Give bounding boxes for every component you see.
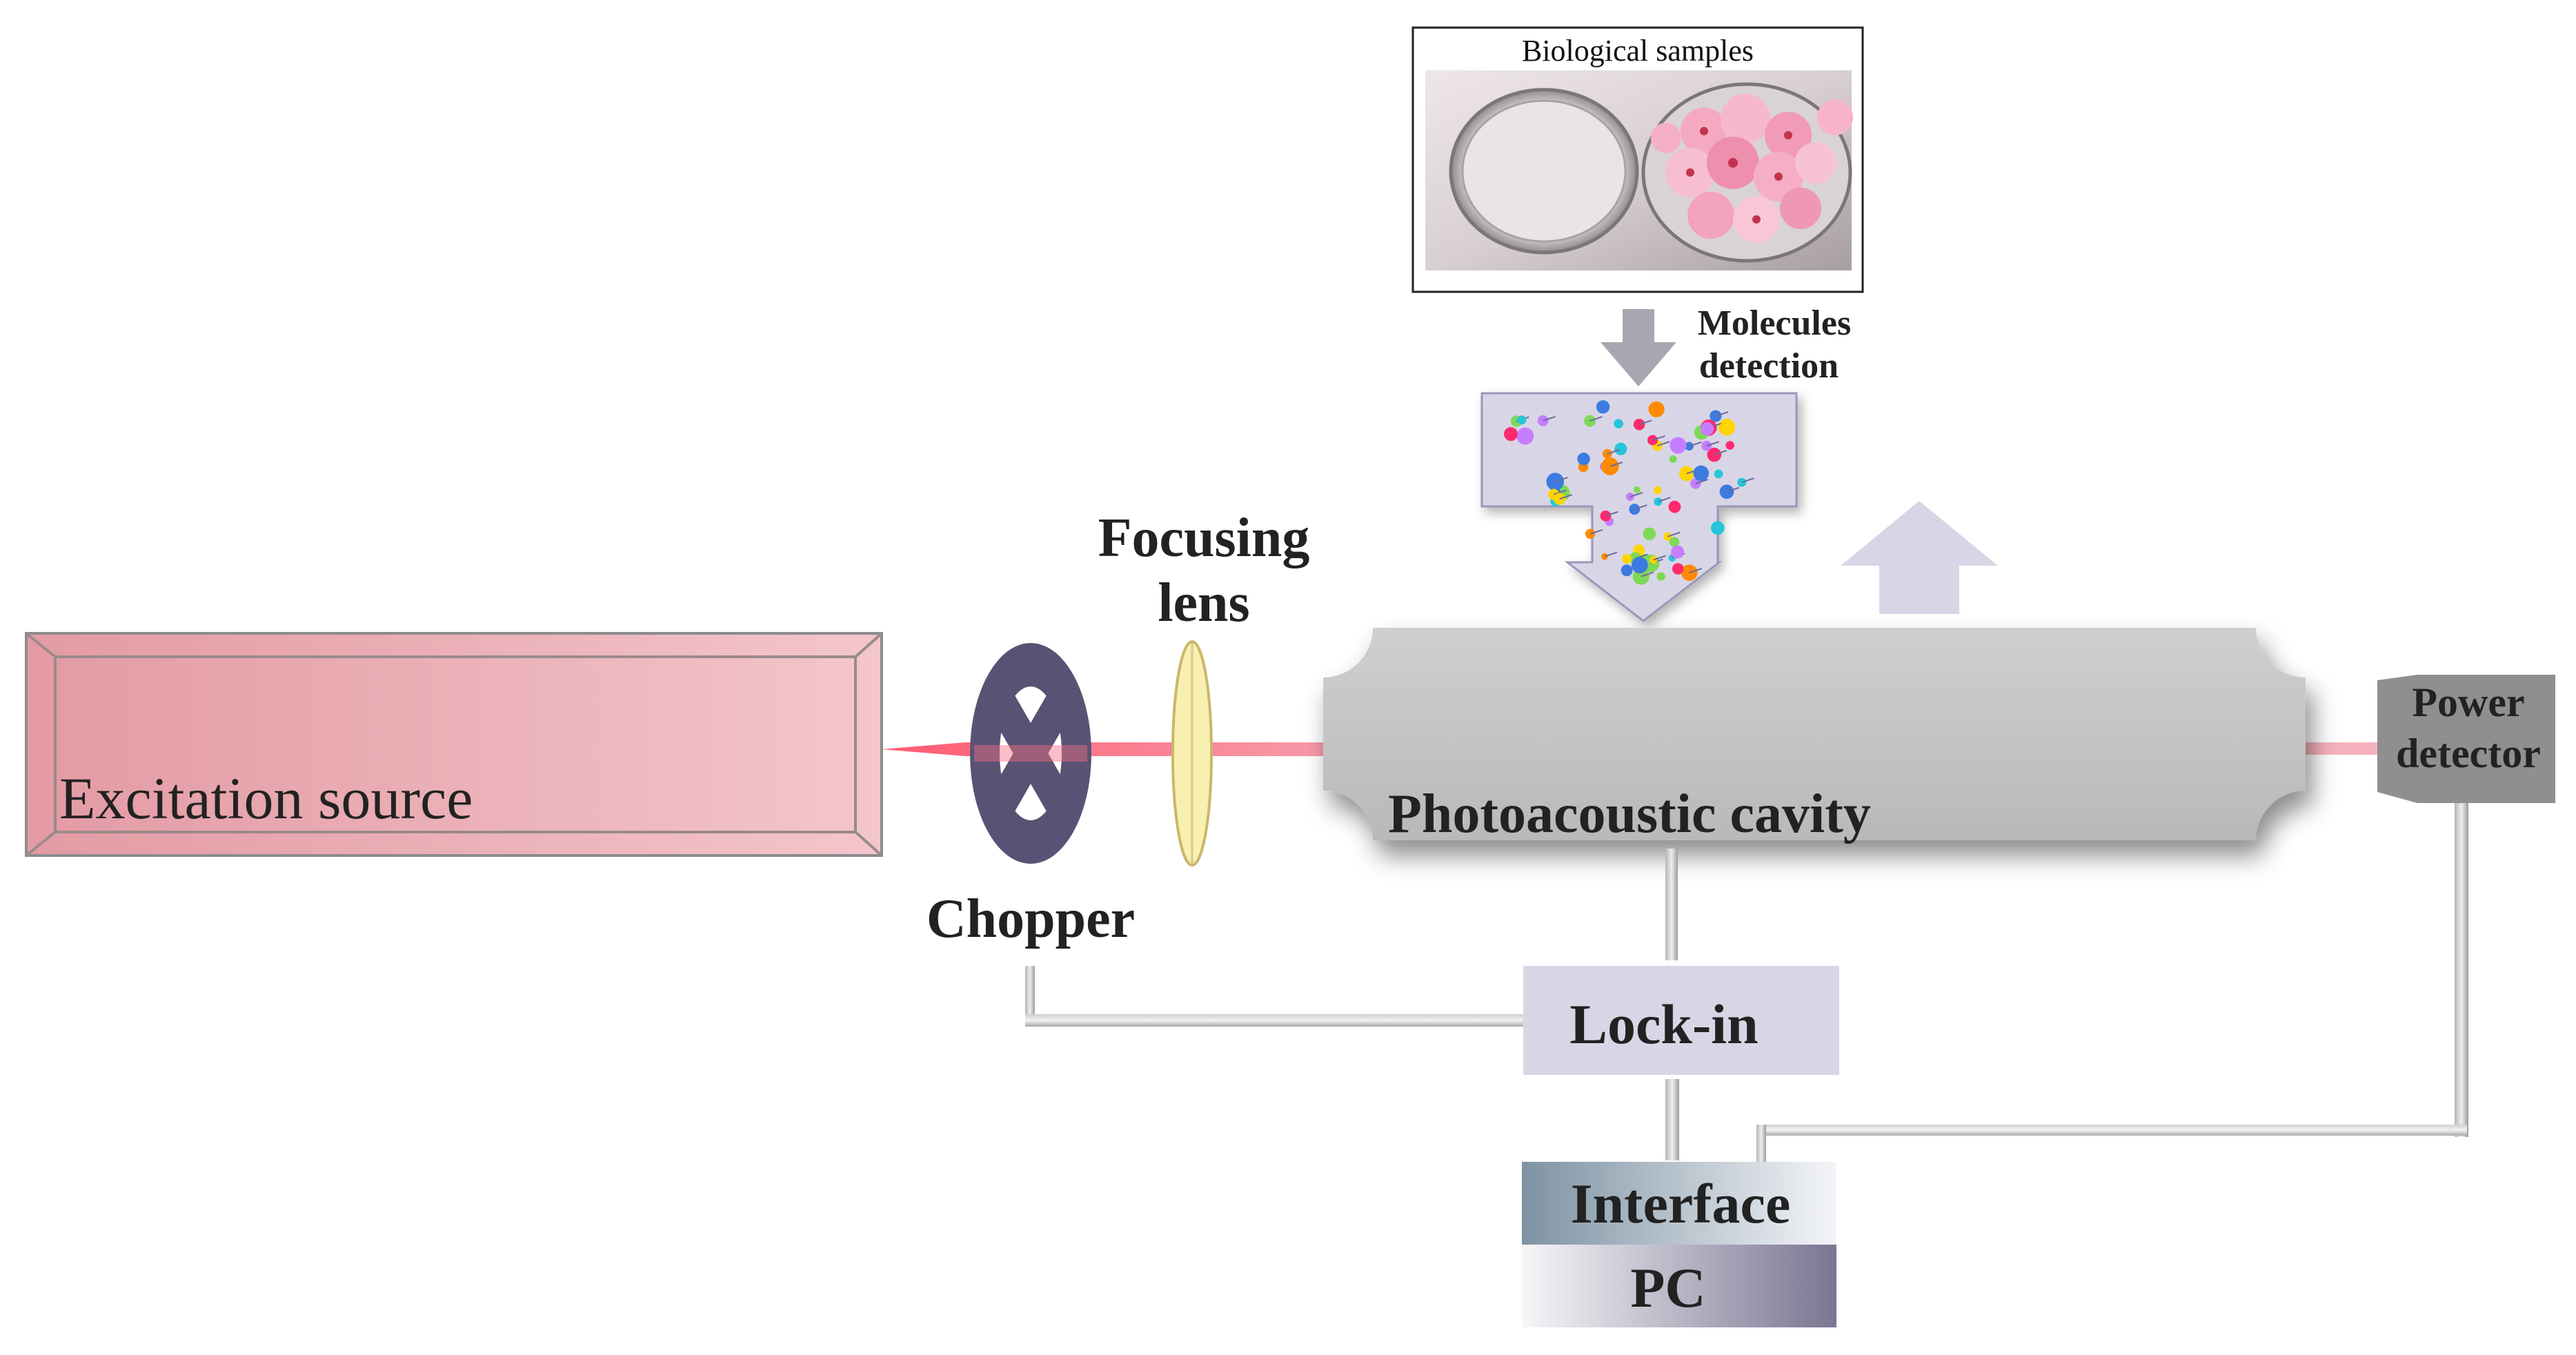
molecule-atom <box>1718 419 1736 436</box>
molecule-atom <box>1596 400 1610 414</box>
wire-cavity-to-lockin <box>1665 849 1678 960</box>
molecules-detection-label-line1: Molecules <box>1698 304 1851 343</box>
molecule-bond <box>1638 419 1652 426</box>
molecules-detection-arrow <box>1601 309 1676 386</box>
molecule-atom <box>1670 437 1687 454</box>
molecule-atom <box>1504 427 1518 442</box>
molecule-bond <box>1543 415 1556 422</box>
molecule-atom <box>1669 455 1677 463</box>
molecule-atom <box>1725 441 1734 450</box>
molecule-bond <box>1634 504 1647 511</box>
molecule-bond <box>1652 435 1665 441</box>
molecule-atom <box>1516 427 1534 445</box>
molecule-bond <box>1715 411 1729 417</box>
molecules-cluster <box>1504 400 1755 585</box>
lock-in-label: Lock-in <box>1569 993 1758 1056</box>
pc-label: PC <box>1630 1256 1705 1319</box>
wire-interface-junction <box>1756 1125 1766 1162</box>
molecule-atom <box>1711 521 1725 535</box>
molecule-bond <box>1657 497 1671 503</box>
molecule-bond <box>1607 448 1621 455</box>
molecule-atom <box>1622 554 1632 564</box>
molecule-bond <box>1695 478 1709 484</box>
chopper-label: Chopper <box>927 889 1135 949</box>
focusing-lens-label-line1: Focusing <box>1098 508 1310 568</box>
power-detector-label-line2: detector <box>2396 731 2541 776</box>
wire-detector-to-interface <box>1756 1125 2467 1136</box>
molecule-atom <box>1614 419 1623 428</box>
chopper: Chopper <box>927 643 1135 949</box>
flower-blossoms <box>1651 94 1853 243</box>
molecule-atom <box>1643 527 1656 540</box>
signal-wires <box>1025 803 2468 1162</box>
molecule-bond <box>1559 494 1573 500</box>
molecule-atom <box>1653 486 1662 495</box>
molecule-bond <box>1726 486 1740 493</box>
interface-box <box>1522 1162 1836 1245</box>
focusing-lens: Focusing lens <box>1098 508 1310 867</box>
focusing-lens-label-line2: lens <box>1158 573 1249 633</box>
molecule-atom <box>1621 564 1633 577</box>
gas-outlet-arrow <box>1841 501 1998 614</box>
photoacoustic-cavity: Photoacoustic cavity <box>1323 628 2306 844</box>
biological-samples-label: Biological samples <box>1522 34 1754 68</box>
molecule-bond <box>1689 441 1702 447</box>
molecule-atom <box>1614 442 1627 455</box>
molecule-atom <box>1648 401 1665 417</box>
lock-in-amplifier: Lock-in <box>1523 966 1839 1075</box>
molecule-atom <box>1693 465 1710 482</box>
molecule-bond <box>1714 450 1727 456</box>
molecule-bond <box>1604 551 1618 557</box>
molecule-bond <box>1689 568 1703 574</box>
molecule-atom <box>1656 572 1665 581</box>
wire-detector-down <box>2455 803 2468 1137</box>
molecule-atom <box>1517 415 1527 425</box>
biological-samples-panel: Biological samples <box>1411 26 1864 293</box>
molecule-atom <box>1633 486 1641 493</box>
power-detector-label-line1: Power <box>2412 680 2524 725</box>
molecule-atom <box>1668 500 1681 513</box>
molecule-bond <box>1641 571 1654 577</box>
molecule-bond <box>1657 441 1670 447</box>
molecule-atom <box>1672 563 1684 575</box>
wire-chopper-to-lockin <box>1025 1014 1523 1027</box>
molecule-atom <box>1671 545 1685 559</box>
excitation-source: Excitation source <box>25 632 883 857</box>
wire-chopper-down <box>1025 966 1035 1025</box>
excitation-source-label: Excitation source <box>59 765 473 831</box>
molecule-bond <box>1653 555 1667 561</box>
molecule-bond <box>1706 441 1720 447</box>
molecule-atom <box>1577 453 1590 466</box>
wire-lockin-to-interface <box>1665 1079 1679 1160</box>
molecule-atom <box>1663 532 1672 541</box>
molecule-bond <box>1741 477 1755 484</box>
molecule-bond <box>1629 492 1643 497</box>
biological-samples-photo <box>1425 70 1853 270</box>
molecule-atom <box>1632 557 1648 573</box>
interface-label: Interface <box>1571 1172 1791 1235</box>
pc-box <box>1522 1245 1836 1327</box>
molecule-atom <box>1700 422 1714 436</box>
molecule-bond <box>1553 489 1567 495</box>
photoacoustic-cavity-label: Photoacoustic cavity <box>1388 784 1871 844</box>
molecules-detection-label-line2: detection <box>1699 346 1839 386</box>
molecule-atom <box>1670 537 1680 547</box>
power-detector: Power detector <box>2377 675 2555 803</box>
molecule-bond <box>1609 462 1623 467</box>
molecule-bond <box>1589 528 1603 535</box>
interface-pc: Interface PC <box>1522 1162 1836 1327</box>
molecule-bond <box>1589 416 1603 422</box>
molecule-bond <box>1605 511 1618 517</box>
molecule-bond <box>1554 477 1568 483</box>
molecule-bond <box>1667 531 1681 537</box>
molecule-atom <box>1714 469 1723 479</box>
